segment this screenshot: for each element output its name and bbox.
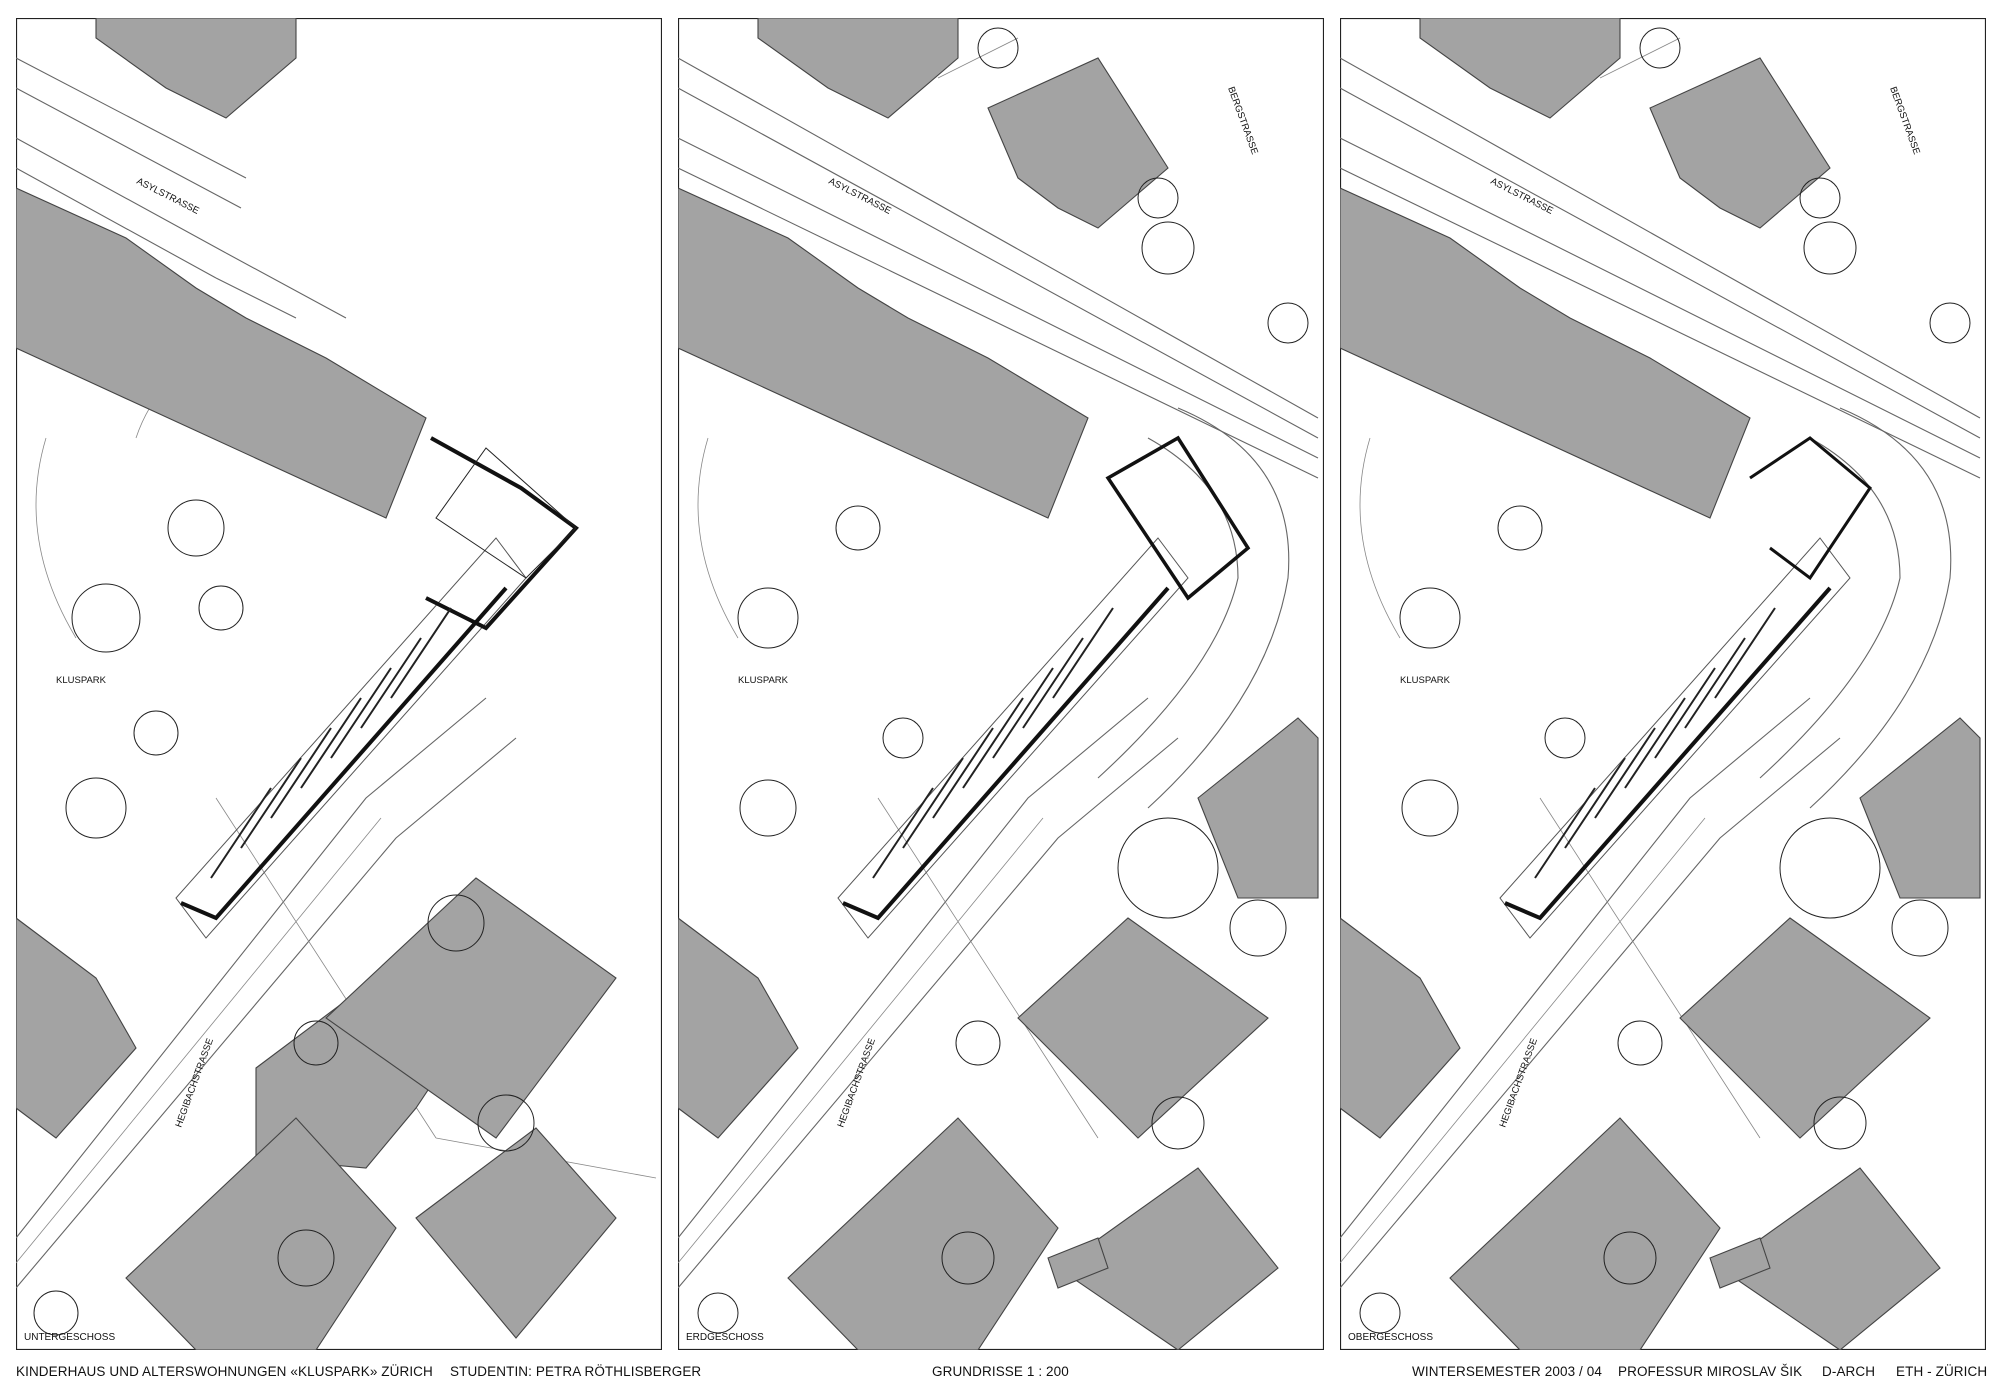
site-plan-erdgeschoss: ASYLSTRASSE BERGSTRASSE KLUSPARK HEGIBAC… — [678, 18, 1324, 1350]
project-title: KINDERHAUS UND ALTERSWOHNUNGEN «KLUSPARK… — [16, 1364, 433, 1379]
site-plan-untergeschoss: ASYLSTRASSE KLUSPARK HEGIBACHSTRASSE UNT… — [16, 18, 662, 1350]
department-label: D-ARCH — [1822, 1364, 1876, 1379]
tree-icon — [1359, 27, 1971, 1334]
sheet-footer: KINDERHAUS UND ALTERSWOHNUNGEN «KLUSPARK… — [0, 1364, 2000, 1388]
plan-panel-untergeschoss: ASYLSTRASSE KLUSPARK HEGIBACHSTRASSE UNT… — [16, 18, 662, 1350]
student-name: STUDENTIN: PETRA RÖTHLISBERGER — [450, 1364, 702, 1379]
new-building-plan — [175, 436, 579, 939]
tree-icon — [33, 499, 535, 1336]
professor-label: PROFESSUR MIROSLAV ŠIK — [1618, 1364, 1803, 1379]
plan-panel-erdgeschoss: ASYLSTRASSE BERGSTRASSE KLUSPARK HEGIBAC… — [678, 18, 1324, 1350]
tree-icon — [697, 27, 1309, 1334]
site-plan-obergeschoss: ASYLSTRASSE BERGSTRASSE KLUSPARK HEGIBAC… — [1340, 18, 1986, 1350]
new-building-plan — [837, 435, 1251, 939]
semester-label: WINTERSEMESTER 2003 / 04 — [1412, 1364, 1602, 1379]
new-building-plan — [1499, 436, 1872, 939]
plan-panel-obergeschoss: ASYLSTRASSE BERGSTRASSE KLUSPARK HEGIBAC… — [1340, 18, 1986, 1350]
floor-label: OBERGESCHOSS — [1348, 1332, 1433, 1343]
scale-label: GRUNDRISSE 1 : 200 — [932, 1364, 1069, 1379]
park-label: KLUSPARK — [1400, 675, 1451, 686]
park-label: KLUSPARK — [738, 675, 789, 686]
floor-label: ERDGESCHOSS — [686, 1332, 764, 1343]
park-label: KLUSPARK — [56, 675, 107, 686]
school-label: ETH - ZÜRICH — [1896, 1364, 1988, 1379]
floor-label: UNTERGESCHOSS — [24, 1332, 115, 1343]
